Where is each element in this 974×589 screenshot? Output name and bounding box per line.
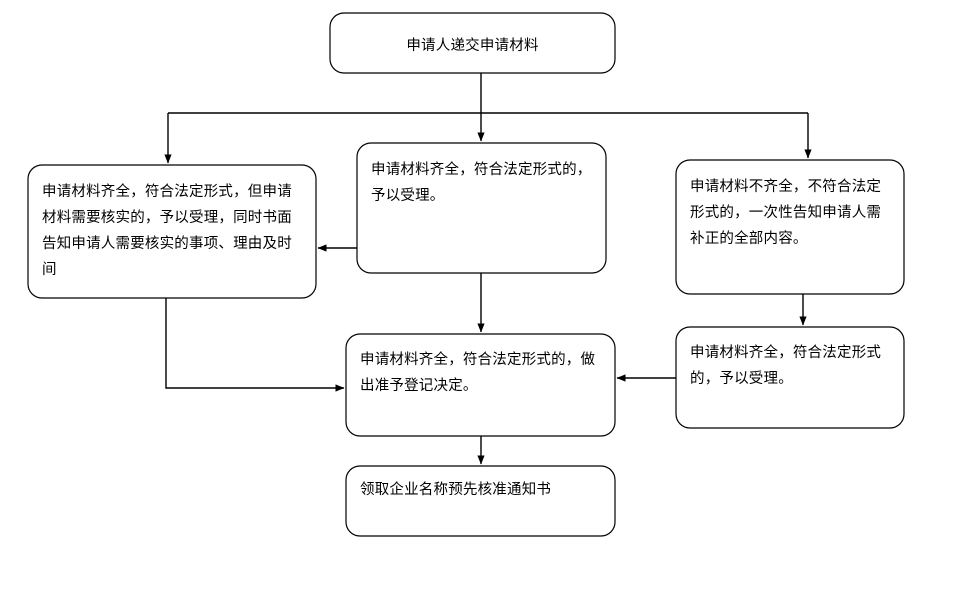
incomplete-notify-corrections-box bbox=[675, 159, 905, 295]
submit-application-materials-box bbox=[329, 12, 616, 74]
connector-left-verify-to-center-decision bbox=[165, 298, 345, 392]
corrected-complete-accept-box bbox=[675, 326, 905, 429]
complete-but-needs-verification-box bbox=[27, 164, 317, 299]
receive-name-preapproval-notice-box bbox=[345, 465, 616, 537]
grant-registration-decision-box bbox=[345, 333, 616, 437]
node-shape-layer bbox=[27, 12, 905, 537]
connector-submit-to-branches bbox=[168, 73, 808, 114]
complete-accept-application-box bbox=[356, 142, 607, 274]
connector-layer bbox=[164, 73, 812, 465]
